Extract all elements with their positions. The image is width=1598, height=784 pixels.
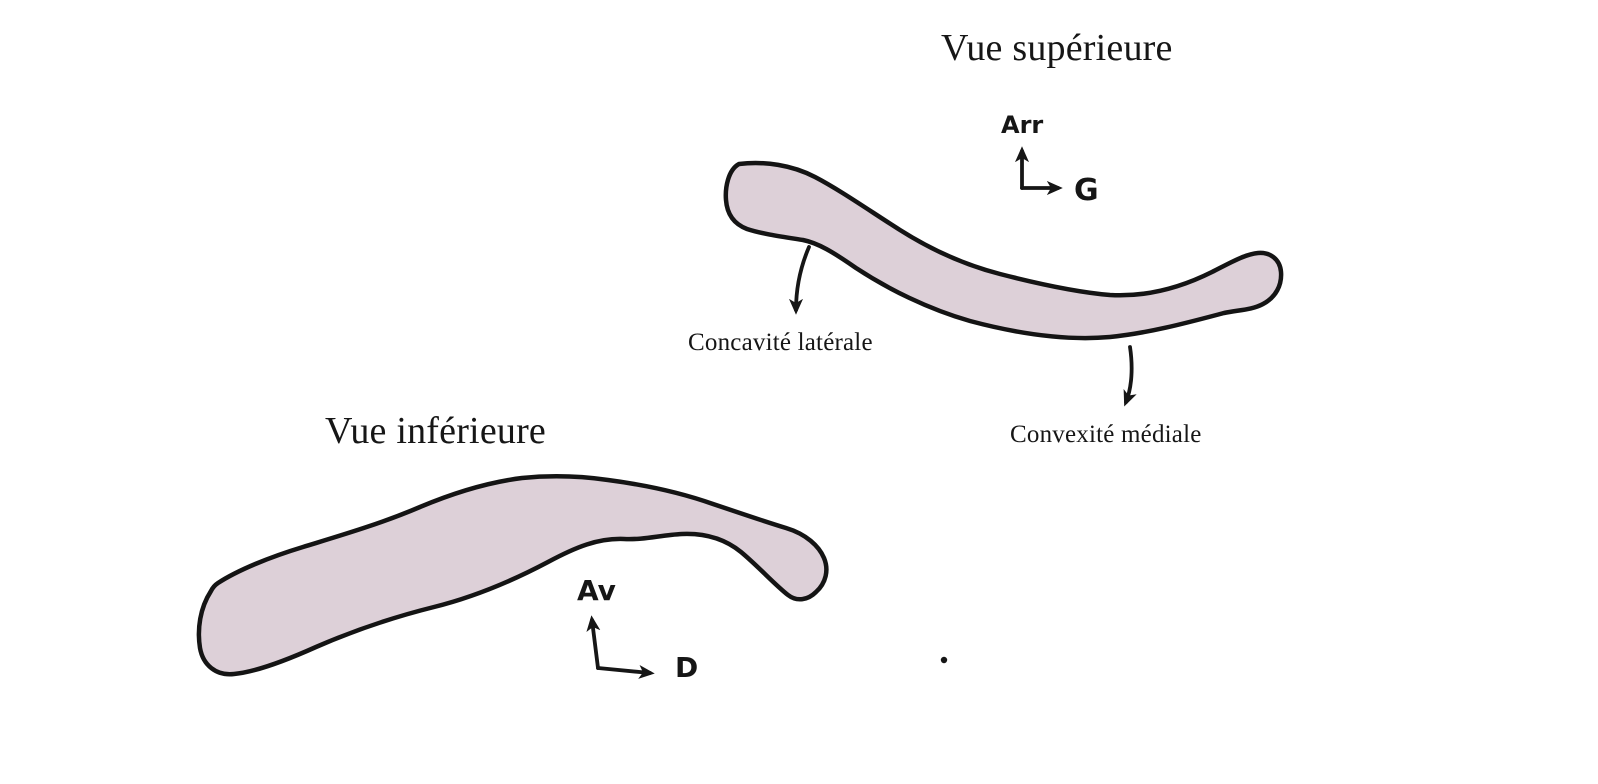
superior-axis-up-label: Arr — [1001, 111, 1044, 139]
lateral-concavity-label: Concavité latérale — [688, 329, 873, 356]
medial-convexity-label: Convexité médiale — [1010, 421, 1202, 448]
inferior-axis-right-label: D — [675, 651, 699, 684]
inferior-axis-up-arrow — [586, 615, 601, 670]
medial-convexity-arrow — [1123, 345, 1137, 407]
superior-view-title: Vue supérieure — [941, 27, 1173, 69]
inferior-axis-up-label: Av — [577, 574, 616, 607]
inferior-view-title: Vue inférieure — [325, 410, 547, 452]
inferior-clavicle-shape — [196, 474, 829, 677]
ink-dot — [940, 656, 948, 664]
superior-clavicle-shape — [723, 160, 1284, 341]
lateral-concavity-arrow — [788, 245, 811, 315]
superior-axis-right-label: G — [1074, 173, 1099, 208]
inferior-axis-right-arrow — [596, 664, 655, 679]
